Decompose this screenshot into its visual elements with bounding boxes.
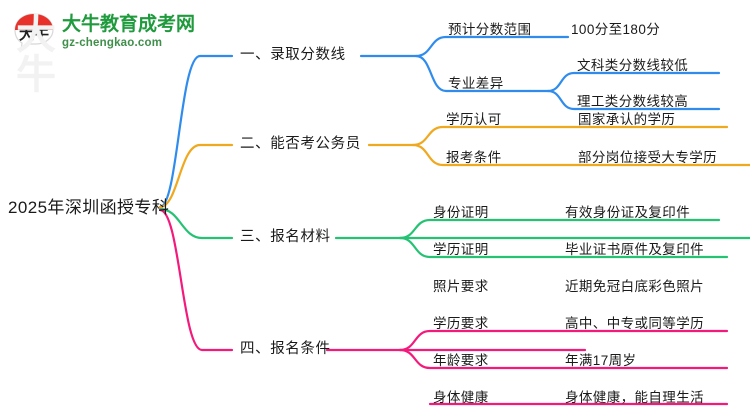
wire-root-branch3 <box>158 207 234 240</box>
wire-branch1-child1 <box>414 35 570 58</box>
logo-bubble-icon: 大牛 <box>14 13 54 53</box>
wire-branch3-child3 <box>398 236 729 259</box>
branch-1-child-2-label[interactable]: 专业差异 <box>448 76 504 91</box>
branch-3-child-3-label[interactable]: 照片要求 <box>433 279 489 294</box>
branch-3-child-1-label[interactable]: 身份证明 <box>433 205 489 220</box>
branch-4-child-1-leaf-1-label[interactable]: 高中、中专或同等学历 <box>565 316 704 331</box>
branch-3-child-1-leaf-1-label[interactable]: 有效身份证及复印件 <box>565 205 691 220</box>
branch-1-child-2-leaf-1-label[interactable]: 文科类分数线较低 <box>577 58 689 73</box>
branch-3-child-2-leaf-1-label[interactable]: 毕业证书原件及复印件 <box>565 242 704 257</box>
logo-name-en: gz-chengkao.com <box>62 36 163 49</box>
branch-2-child-1-leaf-1-label[interactable]: 国家承认的学历 <box>578 112 676 127</box>
branch-1-child-1-label[interactable]: 预计分数范围 <box>448 22 532 37</box>
wire-root-branch1 <box>158 54 234 209</box>
root-node-label[interactable]: 2025年深圳函授专科 <box>8 198 170 217</box>
branch-3-child-3-leaf-1-label[interactable]: 近期免冠白底彩色照片 <box>565 279 704 294</box>
branch-4-child-3-leaf-1-label[interactable]: 身体健康，能自理生活 <box>565 390 704 405</box>
branch-2-label[interactable]: 二、能否考公务员 <box>240 136 361 152</box>
branch-2-child-2-leaf-1-label[interactable]: 部分岗位接受大专学历 <box>578 150 717 165</box>
wire-root-branch2 <box>158 143 234 209</box>
wire-branch2-child1 <box>411 125 729 147</box>
wire-root-branch4 <box>158 208 234 352</box>
branch-2-child-2-label[interactable]: 报考条件 <box>446 150 502 165</box>
site-logo: 大牛 大牛 大牛教育成考网 gz-chengkao.com <box>12 8 195 95</box>
wire-branch3-child1 <box>398 218 721 240</box>
svg-text:大牛: 大牛 <box>19 25 49 43</box>
logo-wordmark: 大牛教育成考网 gz-chengkao.com <box>62 15 195 50</box>
logo-mark-icon: 大牛 大牛 <box>12 11 56 95</box>
branch-4-child-3-label[interactable]: 身体健康 <box>433 390 489 405</box>
logo-ghost-text: 大牛 <box>16 13 56 97</box>
branch-4-child-2-label[interactable]: 年龄要求 <box>433 353 489 368</box>
branch-1-label[interactable]: 一、录取分数线 <box>240 47 346 63</box>
logo-name-cn: 大牛教育成考网 <box>62 13 196 35</box>
branch-3-child-2-label[interactable]: 学历证明 <box>433 242 489 257</box>
branch-3-label[interactable]: 三、报名材料 <box>240 229 331 245</box>
wire-branch1-child2 <box>414 54 532 93</box>
wire-branch4-child1 <box>398 329 729 352</box>
wire-branch4-child3 <box>398 348 729 370</box>
wire-branch1-leaf-ligong <box>546 89 721 111</box>
branch-4-child-1-label[interactable]: 学历要求 <box>433 316 489 331</box>
branch-1-child-1-leaf-1-label[interactable]: 100分至180分 <box>571 22 661 37</box>
branch-4-child-2-leaf-1-label[interactable]: 年满17周岁 <box>565 353 637 368</box>
branch-4-label[interactable]: 四、报名条件 <box>240 341 331 357</box>
wire-branch2-child2 <box>411 143 750 167</box>
wire-branch1-leaf-wenke <box>546 71 721 93</box>
branch-2-child-1-label[interactable]: 学历认可 <box>446 112 502 127</box>
branch-1-child-2-leaf-2-label[interactable]: 理工类分数线较高 <box>577 94 689 109</box>
